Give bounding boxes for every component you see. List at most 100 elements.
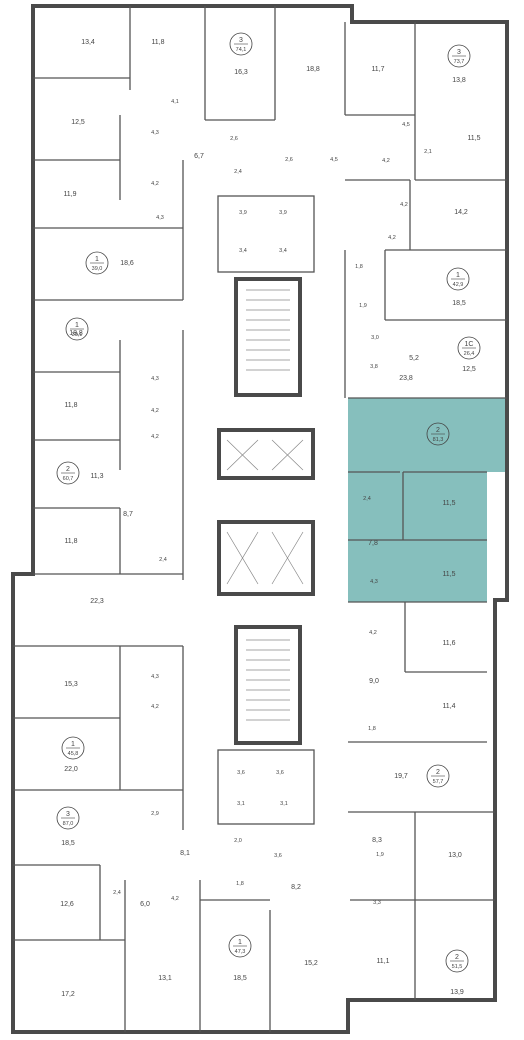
apartment-circle <box>229 32 253 56</box>
room-area-label: 13,0 <box>448 852 462 859</box>
room-area-label: 4,2 <box>151 408 159 414</box>
room-area-label: 2,4 <box>234 169 242 175</box>
interior-walls-left <box>13 6 276 1032</box>
room-area-label: 6,0 <box>140 901 150 908</box>
room-area-label: 2,1 <box>424 149 432 155</box>
apartment-circle <box>445 949 469 973</box>
room-area-label: 2,6 <box>230 136 238 142</box>
highlighted-apartment-area[interactable] <box>348 398 507 602</box>
apartment-marker-apt-3-74[interactable]: 374,1 <box>229 32 253 56</box>
apartment-area: 39,0 <box>92 266 103 272</box>
room-area-label: 11,7 <box>371 66 384 73</box>
room-area-label: 4,3 <box>156 215 164 221</box>
room-area-label: 11,8 <box>64 538 77 545</box>
room-area-label: 18,8 <box>306 66 320 73</box>
room-area-label: 8,1 <box>180 850 190 857</box>
apartment-marker-apt-1-47-3[interactable]: 147,3 <box>228 934 252 958</box>
room-area-label: 4,5 <box>402 122 410 128</box>
apartment-area: 57,7 <box>433 779 444 785</box>
room-area-label: 3,8 <box>370 364 378 370</box>
apartment-marker-apt-1-42-9[interactable]: 142,9 <box>446 267 470 291</box>
apartment-rooms: 3 <box>457 49 461 56</box>
room-area-label: 4,2 <box>151 181 159 187</box>
apartment-marker-apt-2-60-7[interactable]: 260,7 <box>56 461 80 485</box>
room-area-label: 1,8 <box>368 726 376 732</box>
apartment-circle <box>56 806 80 830</box>
apartment-circle <box>457 336 481 360</box>
apartment-circle <box>446 267 470 291</box>
room-area-label: 4,5 <box>330 157 338 163</box>
room-area-label: 22,3 <box>90 598 104 605</box>
apartment-marker-apt-2-57-7[interactable]: 257,7 <box>426 764 450 788</box>
room-area-label: 18,5 <box>61 840 75 847</box>
room-area-label: 7,8 <box>368 540 378 547</box>
room-area-label: 4,2 <box>382 158 390 164</box>
room-area-label: 2,6 <box>285 157 293 163</box>
highlighted-apartment[interactable] <box>348 398 507 602</box>
apartment-rooms: 2 <box>455 954 459 961</box>
apartment-circle <box>65 317 89 341</box>
elevator-shaft-upper <box>217 428 315 480</box>
apartment-area: 60,7 <box>63 476 74 482</box>
apartment-circle <box>426 422 450 446</box>
room-area-label: 2,4 <box>363 496 371 502</box>
apartment-marker-apt-1-39-1[interactable]: 139,1 <box>65 317 89 341</box>
room-area-label: 23,8 <box>399 375 413 382</box>
room-area-label: 3,1 <box>237 801 245 807</box>
apartment-marker-apt-3-73[interactable]: 373,7 <box>447 44 471 68</box>
apartment-rooms: 2 <box>436 769 440 776</box>
room-area-label: 11,8 <box>151 39 164 46</box>
room-area-label: 3,0 <box>371 335 379 341</box>
room-area-label: 18,8 <box>69 330 83 337</box>
apartment-marker-apt-1-39-0[interactable]: 139,0 <box>85 251 109 275</box>
room-area-label: 19,7 <box>394 773 408 780</box>
room-area-label: 11,5 <box>442 571 455 578</box>
room-area-label: 3,9 <box>239 210 247 216</box>
apartment-area: 73,7 <box>454 59 465 65</box>
room-area-label: 15,2 <box>304 960 318 967</box>
apartment-marker-apt-2-81-3[interactable]: 281,3 <box>426 422 450 446</box>
room-area-label: 11,8 <box>64 402 77 409</box>
apartment-rooms: 3 <box>239 37 243 44</box>
room-area-label: 13,1 <box>158 975 172 982</box>
apartment-marker-apt-3-87-0[interactable]: 387,0 <box>56 806 80 830</box>
room-area-label: 4,3 <box>370 579 378 585</box>
outer-walls <box>11 4 509 1034</box>
room-area-label: 8,2 <box>291 884 301 891</box>
staircase-lower <box>234 625 302 745</box>
room-area-label: 16,3 <box>234 69 248 76</box>
room-area-label: 4,1 <box>171 99 179 105</box>
apartment-area: 26,4 <box>464 351 475 357</box>
room-area-label: 4,2 <box>151 704 159 710</box>
room-area-label: 2,0 <box>234 838 242 844</box>
room-area-label: 3,6 <box>237 770 245 776</box>
room-area-label: 4,2 <box>151 434 159 440</box>
room-area-label: 4,2 <box>400 202 408 208</box>
room-area-label: 11,5 <box>467 135 480 142</box>
room-area-label: 18,6 <box>120 260 134 267</box>
apartment-circle <box>61 736 85 760</box>
apartment-marker-apt-1-45-8[interactable]: 145,8 <box>61 736 85 760</box>
apartment-area: 45,8 <box>68 751 79 757</box>
room-area-label: 1,9 <box>376 852 384 858</box>
elevator-shaft-lower <box>217 520 315 596</box>
room-area-label: 22,0 <box>64 766 78 773</box>
room-area-label: 6,7 <box>194 153 204 160</box>
room-area-label: 2,4 <box>113 890 121 896</box>
apartment-rooms: 2 <box>436 427 440 434</box>
room-area-label: 15,3 <box>64 681 78 688</box>
room-area-label: 3,6 <box>274 853 282 859</box>
apartment-marker-apt-2-51-5[interactable]: 251,5 <box>445 949 469 973</box>
room-area-label: 1,8 <box>355 264 363 270</box>
building-core <box>217 195 315 825</box>
room-area-label: 2,4 <box>159 557 167 563</box>
room-area-label: 9,0 <box>369 678 379 685</box>
room-area-label: 4,3 <box>151 376 159 382</box>
room-area-label: 1,9 <box>359 303 367 309</box>
apartment-rooms: 3 <box>66 811 70 818</box>
room-area-label: 18,5 <box>452 300 466 307</box>
room-area-label: 4,3 <box>151 674 159 680</box>
room-area-label: 8,3 <box>372 837 382 844</box>
